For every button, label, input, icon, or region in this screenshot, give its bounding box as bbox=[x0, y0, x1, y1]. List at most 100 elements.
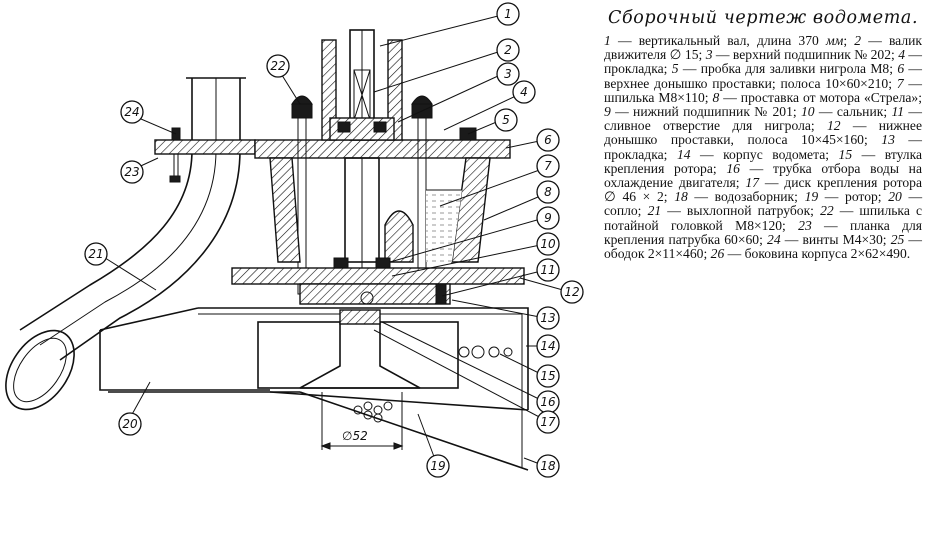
part-description: — выхлопной патрубок; bbox=[661, 203, 814, 219]
part-number: 19 bbox=[804, 189, 819, 205]
callout-10: 10 bbox=[536, 232, 560, 256]
parts-list: 1 — вертикальный вал, длина 370 мм; 2 — … bbox=[604, 33, 923, 261]
part-number: 12 bbox=[826, 118, 841, 134]
part-number: 25 bbox=[890, 231, 905, 247]
part-description: — сопло; bbox=[604, 189, 923, 219]
part-number: 21 bbox=[647, 203, 662, 219]
callout-14: 14 bbox=[536, 334, 560, 358]
callout-number: 5 bbox=[502, 113, 510, 127]
part-description: — водозаборник; bbox=[687, 189, 798, 205]
jet-housing bbox=[99, 307, 529, 471]
callout-12: 12 bbox=[560, 280, 584, 304]
callout-13: 13 bbox=[536, 306, 560, 330]
part-item: 4 — прокладка; bbox=[604, 47, 922, 77]
callout-22: 22 bbox=[266, 54, 290, 78]
part-item: 9 — нижний подшипник № 201; bbox=[604, 104, 797, 119]
callout-number: 6 bbox=[544, 133, 552, 147]
part-number: 16 bbox=[726, 160, 740, 176]
part-item: 11 — сливное отверстие для нигрола; bbox=[604, 104, 922, 133]
callout-23: 23 bbox=[120, 160, 144, 184]
part-description: — сливное отверстие для нигрола; bbox=[604, 104, 922, 134]
part-description: — ободок 2×11×460; bbox=[604, 231, 923, 262]
part-description: — нижнее донышко проставки, полоса 10×45… bbox=[604, 118, 922, 148]
part-description: — шпилька М8×110; bbox=[604, 75, 923, 105]
part-description: — втулка крепления ротора; bbox=[604, 146, 922, 176]
part-number: 5 bbox=[671, 61, 679, 77]
callout-16: 16 bbox=[536, 390, 560, 414]
part-item: 19 — ротор; bbox=[805, 189, 882, 204]
callout-number: 1 bbox=[504, 7, 512, 21]
callout-18: 18 bbox=[536, 454, 560, 478]
callout-24: 24 bbox=[120, 100, 144, 124]
part-item: 12 — нижнее донышко проставки, полоса 10… bbox=[604, 118, 922, 148]
part-item: 16 — трубка отбора воды на охлаждение дв… bbox=[604, 161, 922, 190]
part-item: 14 — корпус водомета; bbox=[677, 147, 829, 162]
part-unit: мм bbox=[818, 33, 844, 48]
part-number: 10 bbox=[801, 104, 815, 120]
callout-number: 21 bbox=[88, 247, 103, 261]
callout-number: 14 bbox=[540, 339, 555, 353]
callout-number: 7 bbox=[544, 159, 552, 173]
callout-1: 1 bbox=[496, 2, 520, 26]
part-item: 3 — верхний подшипник № 202; bbox=[706, 47, 895, 62]
caption-title: Сборочный чертеж водомета. bbox=[608, 8, 919, 28]
callout-number: 18 bbox=[540, 459, 556, 473]
part-number: 18 bbox=[674, 189, 688, 205]
callout-number: 3 bbox=[504, 67, 512, 81]
callout-11: 11 bbox=[536, 258, 560, 282]
callout-number: 17 bbox=[540, 415, 556, 429]
part-item: 24 — винты М4×30; bbox=[767, 232, 887, 247]
callout-number: 4 bbox=[520, 85, 528, 99]
part-item: 22 — шпилька с потайной головкой М8×120; bbox=[604, 203, 922, 233]
dimension-label: ∅52 bbox=[342, 429, 368, 443]
callout-2: 2 bbox=[496, 38, 520, 62]
part-description: — валик движителя ∅ 15; bbox=[604, 33, 922, 63]
part-number: 9 bbox=[604, 104, 611, 120]
dimension-diameter: ∅52 bbox=[320, 392, 404, 450]
callout-6: 6 bbox=[536, 128, 560, 152]
callout-21: 21 bbox=[84, 242, 108, 266]
callout-9: 9 bbox=[536, 206, 560, 230]
part-number: 1 bbox=[604, 33, 611, 48]
part-description: — боковина корпуса 2×62×490. bbox=[724, 246, 911, 262]
part-item: 23 — планка для крепления патрубка 60×60… bbox=[604, 218, 922, 247]
part-description: — диск крепления ротора ∅ 46 × 2; bbox=[604, 175, 922, 205]
part-description: — вертикальный вал, длина 370 bbox=[610, 33, 819, 48]
callout-number: 2 bbox=[504, 43, 512, 57]
part-number: 17 bbox=[745, 175, 759, 191]
part-description: — прокладка; bbox=[604, 132, 922, 162]
callout-number: 23 bbox=[124, 165, 139, 179]
part-item: 10 — сальник; bbox=[801, 104, 887, 119]
part-number: 23 bbox=[798, 217, 812, 233]
callout-number: 9 bbox=[544, 211, 552, 225]
spacer-body bbox=[269, 157, 491, 300]
callout-8: 8 bbox=[536, 180, 560, 204]
part-description: — ротор; bbox=[818, 189, 882, 205]
callout-17: 17 bbox=[536, 410, 560, 434]
part-item: 25 — ободок 2×11×460; bbox=[604, 232, 922, 261]
part-item: 21 — выхлопной патрубок; bbox=[648, 203, 814, 218]
callout-number: 24 bbox=[124, 105, 139, 119]
assembly-drawing: ∅52 123456789101112131415161718192021222… bbox=[5, 2, 584, 478]
part-item: 5 — пробка для заливки нигрола М8; bbox=[672, 61, 893, 76]
part-item: 20 — сопло; bbox=[604, 189, 923, 219]
part-item: 15 — втулка крепления ротора; bbox=[604, 147, 922, 176]
upper-bearing bbox=[329, 117, 395, 141]
part-description: — верхний подшипник № 202; bbox=[712, 47, 895, 63]
callout-number: 15 bbox=[540, 369, 555, 383]
callout-19: 19 bbox=[426, 454, 450, 478]
part-number: 8 bbox=[712, 89, 720, 105]
part-item: 6 — верхнее донышко проставки; полоса 10… bbox=[604, 61, 922, 91]
part-number: 11 bbox=[891, 104, 905, 120]
part-item: 2 — валик движителя ∅ 15; bbox=[604, 33, 922, 62]
part-number: 26 bbox=[710, 246, 725, 262]
part-description: — трубка отбора воды на охлаждение двига… bbox=[604, 160, 922, 191]
callout-15: 15 bbox=[536, 364, 560, 388]
intake-grate bbox=[353, 401, 393, 423]
part-number: 4 bbox=[898, 47, 906, 63]
callout-3: 3 bbox=[496, 62, 520, 86]
part-description: — корпус водомета; bbox=[690, 146, 830, 162]
part-item: 26 — боковина корпуса 2×62×490. bbox=[711, 246, 911, 261]
part-description: — пробка для заливки нигрола М8; bbox=[678, 61, 893, 77]
